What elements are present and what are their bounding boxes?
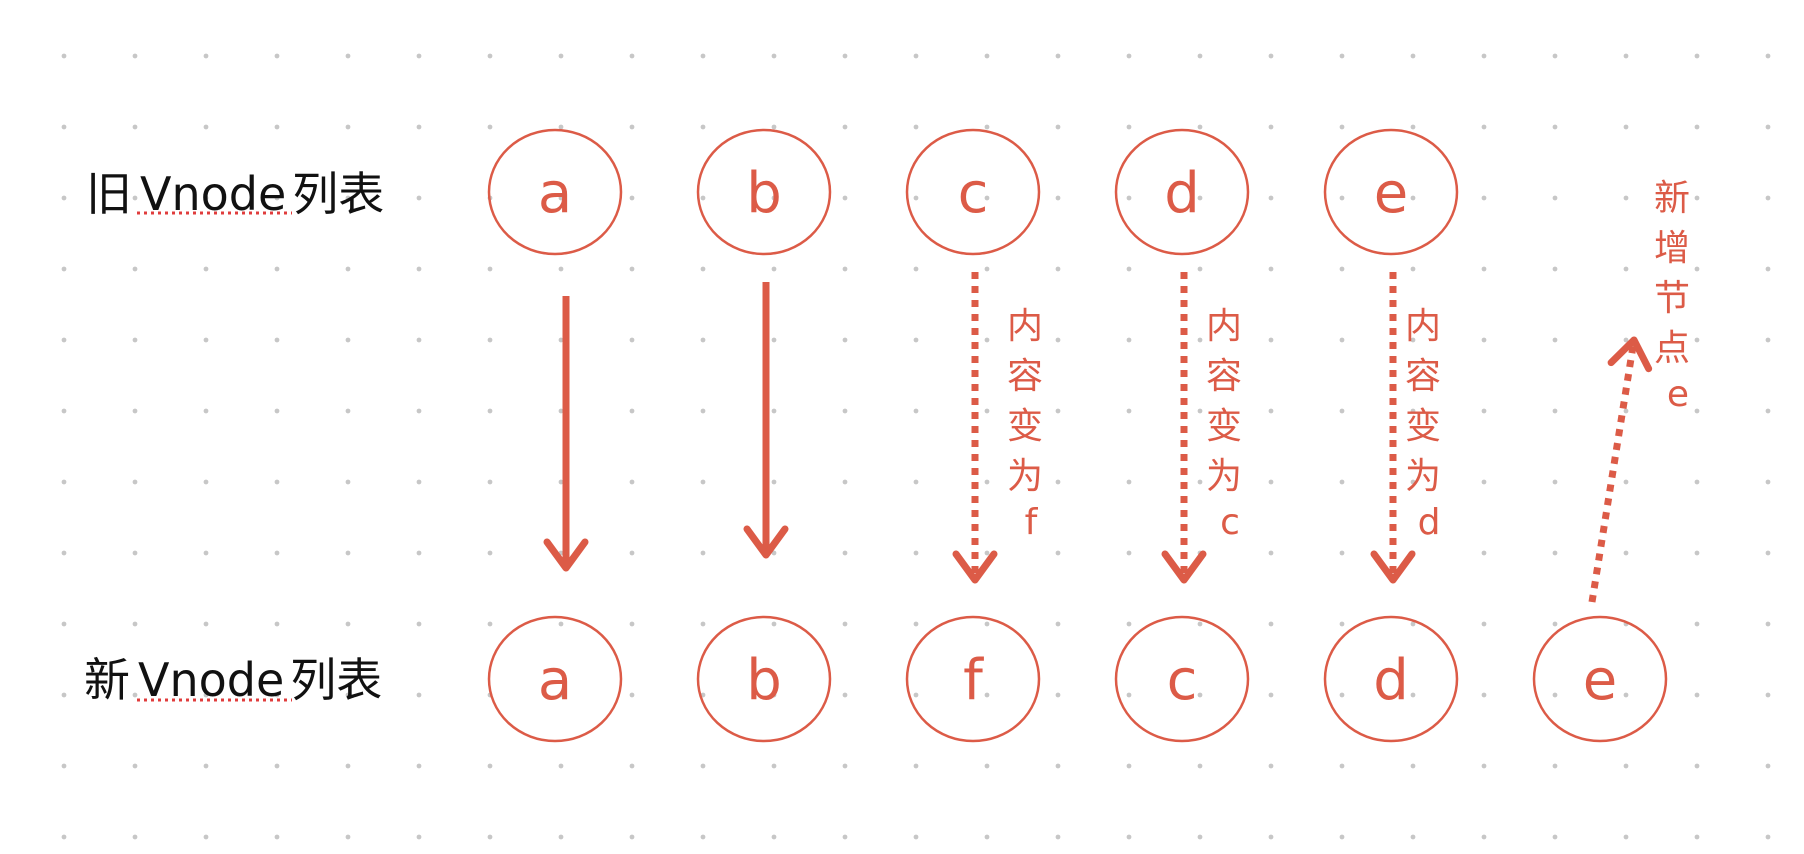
new-node-0: a — [487, 615, 623, 743]
new-node-circle — [1114, 615, 1250, 743]
old-node-circle — [487, 128, 623, 256]
note-char: 容 — [1405, 356, 1441, 397]
old-node-0: a — [487, 128, 623, 256]
new-label-suffix: 列表 — [290, 653, 382, 707]
new-node-label: d — [1373, 648, 1409, 713]
new-node-circle — [905, 615, 1041, 743]
new-node-circle — [1532, 615, 1668, 743]
arrow-head — [743, 525, 789, 559]
note-char: e — [1667, 374, 1689, 415]
note-char: 节 — [1654, 278, 1690, 319]
arrow-head — [952, 550, 998, 584]
new-node-4: d — [1323, 615, 1459, 743]
note-char: d — [1418, 502, 1441, 543]
note-char: f — [1025, 502, 1039, 543]
new-node-2: f — [905, 615, 1041, 743]
new-node-circle — [696, 615, 832, 743]
old-label-word: Vnode — [140, 167, 286, 221]
old-node-3: d — [1114, 128, 1250, 256]
old-node-label: e — [1374, 161, 1408, 226]
old-node-circle — [905, 128, 1041, 256]
old-vnode-list: a b c d e — [487, 128, 1459, 256]
new-node-3: c — [1114, 615, 1250, 743]
note-char: 内 — [1206, 306, 1242, 347]
arrow-c-to-f — [952, 272, 998, 584]
new-node-label: e — [1583, 648, 1617, 713]
arrow-head — [1607, 336, 1653, 373]
old-node-circle — [696, 128, 832, 256]
arrow-head — [1370, 550, 1416, 584]
new-node-5: e — [1532, 615, 1668, 743]
note-char: 为 — [1405, 456, 1441, 497]
note-char: 变 — [1405, 406, 1441, 447]
new-node-circle — [1323, 615, 1459, 743]
note-char: 变 — [1007, 406, 1043, 447]
old-label-prefix: 旧 — [86, 167, 132, 221]
old-node-2: c — [905, 128, 1041, 256]
new-label-word: Vnode — [138, 653, 284, 707]
note-char: 内 — [1007, 306, 1043, 347]
note-char: 为 — [1206, 456, 1242, 497]
arrow-a-to-a — [543, 296, 589, 572]
old-node-4: e — [1323, 128, 1459, 256]
new-label-prefix: 新 — [84, 653, 130, 707]
new-node-circle — [487, 615, 623, 743]
arrow-d-to-c — [1161, 272, 1207, 584]
note-char: 容 — [1206, 356, 1242, 397]
old-node-circle — [1114, 128, 1250, 256]
arrow-new-to-e — [1588, 336, 1653, 603]
note-char: 增 — [1654, 228, 1690, 269]
mapping-arrows — [543, 272, 1653, 603]
old-node-label: d — [1164, 161, 1200, 226]
note-char: 新 — [1654, 178, 1690, 219]
note-char: 容 — [1007, 356, 1043, 397]
note-char: c — [1220, 502, 1240, 543]
new-node-1: b — [696, 615, 832, 743]
arrow-head — [1161, 550, 1207, 584]
new-node-label: c — [1167, 648, 1198, 713]
note-char: 点 — [1654, 328, 1690, 369]
new-node-label: b — [746, 648, 782, 713]
arrow-b-to-b — [743, 282, 789, 559]
new-node-label: a — [538, 648, 572, 713]
old-node-label: c — [958, 161, 989, 226]
note-char: 为 — [1007, 456, 1043, 497]
arrow-shaft — [1588, 339, 1638, 603]
note-char: 变 — [1206, 406, 1242, 447]
old-node-label: a — [538, 161, 572, 226]
old-node-1: b — [696, 128, 832, 256]
old-label-suffix: 列表 — [292, 167, 384, 221]
arrow-head — [543, 538, 589, 572]
note-char: 内 — [1405, 306, 1441, 347]
old-node-label: b — [746, 161, 782, 226]
arrow-e-to-d — [1370, 272, 1416, 584]
new-node-label: f — [963, 648, 984, 713]
old-node-circle — [1323, 128, 1459, 256]
